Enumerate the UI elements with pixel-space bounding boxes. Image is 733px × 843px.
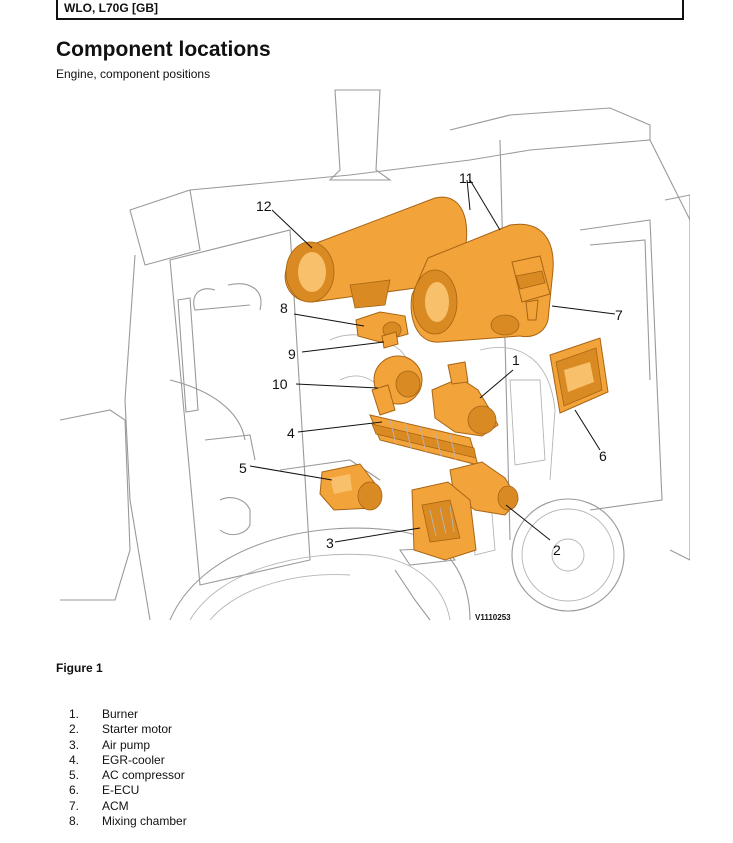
- list-item: 7. ACM: [69, 799, 187, 814]
- list-item-name: Burner: [102, 707, 139, 721]
- list-item: 1. Burner: [69, 707, 187, 722]
- callout-7: 7: [615, 307, 623, 323]
- component-3-air-pump: [411, 481, 477, 561]
- list-item: 3. Air pump: [69, 738, 187, 753]
- page-subtitle: Engine, component positions: [56, 67, 211, 81]
- callout-3: 3: [326, 535, 334, 551]
- list-item-number: 3.: [69, 737, 80, 752]
- list-item-name: AC compressor: [102, 768, 185, 783]
- leader-lines: [249, 179, 616, 543]
- header-text: WLO, L70G [GB]: [64, 1, 158, 15]
- list-item: 5. AC compressor: [69, 768, 187, 783]
- parts-list: 1. Burner 2. Starter motor 3. Air pump 4. EG…: [69, 707, 187, 829]
- figure-reference-code: V1110253: [475, 613, 511, 622]
- list-item: 6. E-ECU: [69, 783, 187, 798]
- component-10: [371, 355, 423, 416]
- callout-6: 6: [599, 448, 607, 464]
- list-item-name: Mixing chamber: [102, 814, 187, 829]
- component-1-burner: [431, 361, 499, 437]
- component-11-aftertreatment: [410, 223, 554, 343]
- list-item-name: Air pump: [102, 737, 151, 752]
- list-item: 2. Starter motor: [69, 722, 187, 737]
- list-item-name: ACM: [102, 798, 129, 813]
- component-7-acm: [511, 255, 551, 321]
- list-item-name: E-ECU: [102, 783, 140, 798]
- callout-5: 5: [239, 460, 247, 476]
- callout-8: 8: [280, 300, 288, 316]
- list-item: 4. EGR-cooler: [69, 753, 187, 768]
- component-5-ac-compressor: [319, 463, 383, 511]
- page-title: Component locations: [56, 38, 271, 61]
- callout-2: 2: [553, 542, 561, 558]
- callout-12: 12: [256, 198, 272, 214]
- callout-1: 1: [512, 352, 520, 368]
- list-item-number: 5.: [69, 768, 80, 783]
- figure-caption: Figure 1: [56, 661, 103, 675]
- callout-9: 9: [288, 346, 296, 362]
- component-9: [381, 331, 399, 349]
- list-item-name: Starter motor: [102, 722, 173, 737]
- engine-drawing: 12 11 8 7 9 1 10 4 6 5 3 2 V1110253: [59, 89, 690, 622]
- document-header: WLO, L70G [GB]: [56, 0, 684, 20]
- list-item-number: 4.: [69, 752, 80, 767]
- list-item-number: 2.: [69, 722, 80, 737]
- list-item-number: 8.: [69, 814, 80, 829]
- list-item: 8. Mixing chamber: [69, 814, 187, 829]
- list-item-number: 1.: [69, 707, 80, 721]
- list-item-number: 6.: [69, 783, 80, 798]
- callout-10: 10: [272, 376, 288, 392]
- engine-illustration: 12 11 8 7 9 1 10 4 6 5 3 2 V1110253: [50, 80, 690, 635]
- list-item-name: EGR-cooler: [102, 752, 165, 767]
- callout-11: 11: [459, 170, 474, 186]
- callout-4: 4: [287, 425, 295, 441]
- list-item-number: 7.: [69, 798, 80, 813]
- component-6-e-ecu: [549, 337, 609, 414]
- callout-labels: 12 11 8 7 9 1 10 4 6 5 3 2 V1110253: [239, 170, 623, 622]
